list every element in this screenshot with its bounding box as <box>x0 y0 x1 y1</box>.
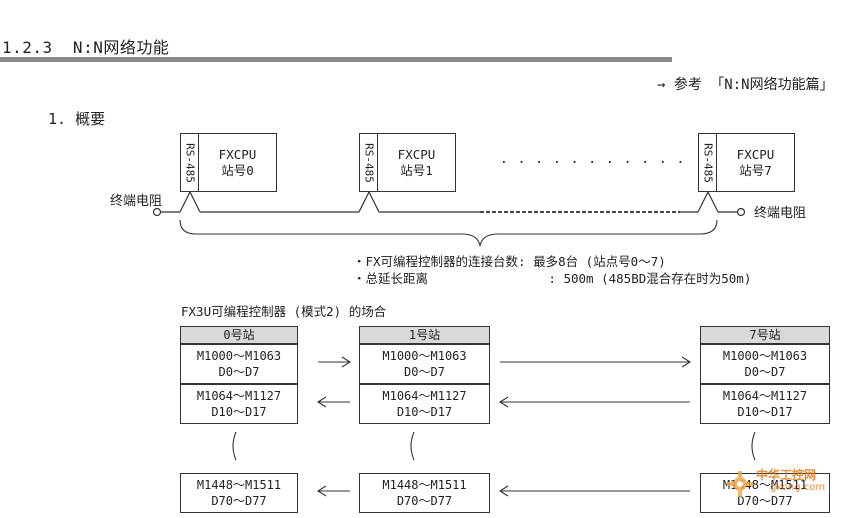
station-7: RS-485 FXCPU 站号7 <box>698 133 795 192</box>
station-number: 站号1 <box>400 162 433 178</box>
terminator-right-label: 终端电阻 <box>754 206 807 221</box>
column-header-station-7: 7号站 <box>700 326 830 344</box>
section-title: 1.2.3 N:N网络功能 <box>2 38 170 57</box>
title-divider <box>0 57 672 62</box>
column-header-station-1: 1号站 <box>359 326 490 344</box>
station-number: 站号7 <box>739 162 772 178</box>
terminator-left-label: 终端电阻 <box>110 194 163 209</box>
reference-link[interactable]: → 参考 「N:N网络功能篇」 <box>657 77 834 93</box>
note-connection-count: ・FX可编程控制器的连接台数: 最多8台 (站点号0～7) <box>353 254 666 269</box>
watermark-name: 中华工控网 <box>756 468 817 482</box>
station-0: RS-485 FXCPU 站号0 <box>180 133 277 192</box>
column-header-station-0: 0号站 <box>180 326 298 344</box>
rs485-port: RS-485 <box>699 134 717 191</box>
cpu-label: FXCPU <box>218 146 257 162</box>
note-total-distance: ・总延长距离 : 500m (485BD混合存在时为50m) <box>353 271 752 286</box>
more-stations-dots: . . . . . . . . . . . <box>500 152 686 167</box>
station-number: 站号0 <box>221 162 254 178</box>
mapping-caption: FX3U可编程控制器 (模式2) 的场合 <box>181 304 387 319</box>
subsection-title: 1. 概要 <box>48 110 106 128</box>
watermark-url: gkong.com <box>770 482 826 493</box>
watermark-logo-icon <box>727 471 753 497</box>
rs485-port: RS-485 <box>360 134 378 191</box>
cpu-label: FXCPU <box>736 146 775 162</box>
station-1: RS-485 FXCPU 站号1 <box>359 133 456 192</box>
cpu-label: FXCPU <box>397 146 436 162</box>
rs485-port: RS-485 <box>181 134 199 191</box>
